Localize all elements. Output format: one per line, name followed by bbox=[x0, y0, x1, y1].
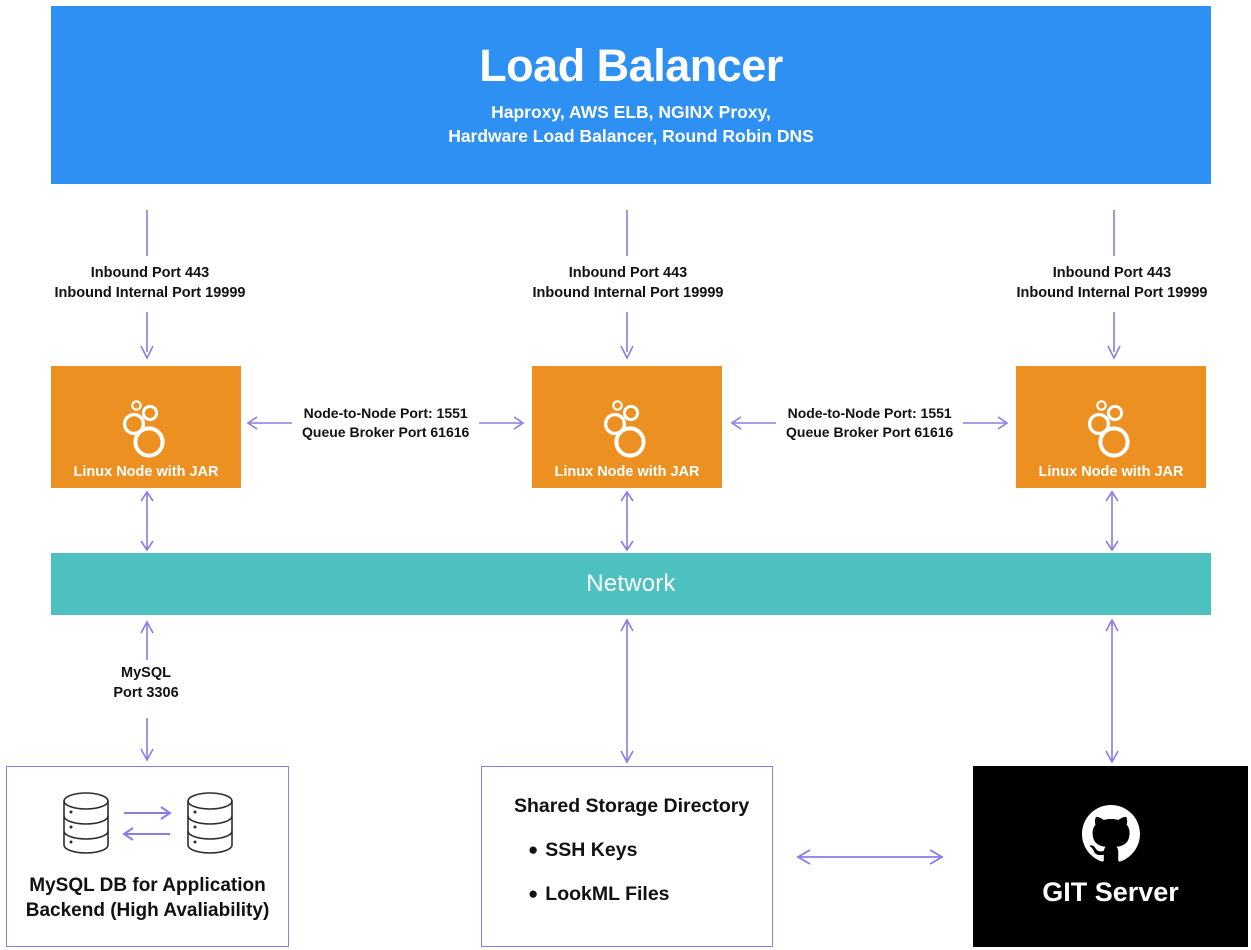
db-led-dot bbox=[193, 840, 196, 844]
node-to-node-link-1-2: Node-to-Node Port: 1551 Queue Broker Por… bbox=[246, 404, 525, 442]
mysql-port-label-line-2: Port 3306 bbox=[113, 684, 179, 701]
db-led-dot bbox=[69, 810, 72, 814]
replication-arrow-left-icon bbox=[121, 826, 170, 841]
inbound-label-3-line-1: Inbound Port 443 bbox=[1052, 265, 1172, 281]
mysql-port-label: MySQL Port 3306 bbox=[96, 664, 196, 703]
connector-network-to-mysql bbox=[120, 620, 176, 762]
inbound-label-1-line-1: Inbound Port 443 bbox=[90, 265, 210, 281]
connector-node-1-to-network bbox=[120, 490, 176, 552]
git-server-box[interactable]: GIT Server bbox=[973, 766, 1248, 947]
inbound-label-2: Inbound Port 443 Inbound Internal Port 1… bbox=[478, 264, 778, 303]
bullet-icon: ● bbox=[528, 884, 539, 903]
connector-line-top-1 bbox=[146, 210, 148, 256]
double-arrow-vertical-icon bbox=[620, 490, 634, 552]
shared-storage-item-label: LookML Files bbox=[545, 883, 670, 905]
linux-node-2-label: Linux Node with JAR bbox=[554, 463, 700, 480]
db-led-dot bbox=[193, 810, 196, 814]
linux-node-rings-icon bbox=[599, 397, 655, 459]
double-arrow-horizontal-icon bbox=[796, 849, 944, 865]
shared-storage-title: Shared Storage Directory bbox=[514, 795, 750, 817]
connector-shared-storage-to-git-server bbox=[795, 845, 945, 869]
connector-lb-to-node-1 bbox=[0, 208, 300, 258]
node-to-node-label-2: Node-to-Node Port: 1551 Queue Broker Por… bbox=[786, 404, 953, 442]
node-to-node-link-2-3: Node-to-Node Port: 1551 Queue Broker Por… bbox=[730, 404, 1009, 442]
inbound-label-3-line-2: Inbound Internal Port 19999 bbox=[1016, 284, 1208, 301]
linux-node-1-label: Linux Node with JAR bbox=[73, 463, 219, 480]
linux-node-2[interactable]: Linux Node with JAR bbox=[532, 366, 722, 488]
arrow-down-1 bbox=[140, 312, 154, 360]
db-led-dot bbox=[69, 825, 72, 829]
double-arrow-vertical-icon bbox=[140, 620, 154, 762]
node-to-node-label-2-line-1: Node-to-Node Port: 1551 bbox=[787, 405, 952, 421]
load-balancer-subtitle: Haproxy, AWS ELB, NGINX Proxy, Hardware … bbox=[448, 101, 814, 148]
shared-storage-item-ssh-keys: ● SSH Keys bbox=[514, 839, 772, 862]
linux-node-1[interactable]: Linux Node with JAR bbox=[51, 366, 241, 488]
load-balancer-title: Load Balancer bbox=[479, 39, 783, 91]
arrow-right-icon bbox=[479, 416, 525, 430]
node-to-node-label-1-line-1: Node-to-Node Port: 1551 bbox=[303, 405, 468, 421]
connector-arrow-lb-to-node-2 bbox=[478, 312, 778, 360]
mysql-replication-graphic bbox=[58, 790, 238, 856]
inbound-label-3: Inbound Port 443 Inbound Internal Port 1… bbox=[962, 264, 1251, 303]
node-to-node-label-1-line-2: Queue Broker Port 61616 bbox=[302, 423, 470, 440]
mysql-db-box[interactable]: MySQL DB for Application Backend (High A… bbox=[6, 766, 289, 947]
database-cylinder-icon bbox=[186, 792, 233, 854]
replication-arrow-right-icon bbox=[123, 805, 172, 820]
inbound-label-2-line-2: Inbound Internal Port 19999 bbox=[532, 284, 724, 301]
double-arrow-vertical-icon bbox=[1105, 618, 1119, 764]
database-cylinder-icon bbox=[62, 792, 109, 854]
bullet-icon: ● bbox=[528, 840, 539, 859]
linux-node-3[interactable]: Linux Node with JAR bbox=[1016, 366, 1206, 488]
node-to-node-label-1: Node-to-Node Port: 1551 Queue Broker Por… bbox=[302, 404, 469, 442]
connector-node-3-to-network bbox=[1085, 490, 1141, 552]
git-server-label: GIT Server bbox=[1042, 877, 1179, 907]
inbound-label-1: Inbound Port 443 Inbound Internal Port 1… bbox=[0, 264, 300, 303]
arrow-right-icon bbox=[963, 416, 1009, 430]
db-led-dot bbox=[193, 825, 196, 829]
github-octocat-icon bbox=[1081, 805, 1140, 863]
load-balancer-subtitle-line-2: Hardware Load Balancer, Round Robin DNS bbox=[448, 125, 814, 146]
arrow-down-2 bbox=[620, 312, 634, 360]
connector-lb-to-node-2 bbox=[478, 208, 778, 258]
shared-storage-item-label: SSH Keys bbox=[545, 839, 638, 861]
connector-line-top-2 bbox=[626, 210, 628, 256]
linux-node-rings-icon bbox=[1083, 397, 1139, 459]
connector-node-2-to-network bbox=[600, 490, 656, 552]
inbound-label-2-line-1: Inbound Port 443 bbox=[568, 265, 688, 281]
linux-node-3-label: Linux Node with JAR bbox=[1038, 463, 1184, 480]
shared-storage-box[interactable]: Shared Storage Directory ● SSH Keys ● Look… bbox=[481, 766, 773, 947]
mysql-db-caption-line-1: MySQL DB for Application bbox=[29, 874, 266, 896]
connector-network-to-git-server bbox=[1085, 618, 1141, 764]
connector-arrow-lb-to-node-3 bbox=[962, 312, 1251, 360]
connector-network-to-shared-storage bbox=[600, 618, 656, 764]
arrow-left-icon bbox=[246, 416, 292, 430]
db-led-dot bbox=[69, 840, 72, 844]
mysql-port-label-line-1: MySQL bbox=[121, 665, 171, 681]
network-bar: Network bbox=[51, 553, 1211, 615]
double-arrow-vertical-icon bbox=[620, 618, 634, 764]
shared-storage-item-lookml-files: ● LookML Files bbox=[514, 883, 772, 906]
connector-line-top-3 bbox=[1113, 210, 1115, 256]
load-balancer-box: Load Balancer Haproxy, AWS ELB, NGINX Pr… bbox=[51, 6, 1211, 184]
connector-lb-to-node-3 bbox=[962, 208, 1251, 258]
arrow-left-icon bbox=[730, 416, 776, 430]
linux-node-rings-icon bbox=[118, 397, 174, 459]
arrow-down-3 bbox=[1107, 312, 1121, 360]
mysql-db-caption: MySQL DB for Application Backend (High A… bbox=[26, 874, 270, 923]
connector-arrow-lb-to-node-1 bbox=[0, 312, 300, 360]
load-balancer-subtitle-line-1: Haproxy, AWS ELB, NGINX Proxy, bbox=[491, 102, 771, 122]
network-label: Network bbox=[586, 570, 676, 597]
double-arrow-vertical-icon bbox=[1105, 490, 1119, 552]
double-arrow-vertical-icon bbox=[140, 490, 154, 552]
mysql-db-caption-line-2: Backend (High Avaliability) bbox=[25, 899, 270, 921]
inbound-label-1-line-2: Inbound Internal Port 19999 bbox=[54, 284, 246, 301]
node-to-node-label-2-line-2: Queue Broker Port 61616 bbox=[786, 423, 954, 440]
